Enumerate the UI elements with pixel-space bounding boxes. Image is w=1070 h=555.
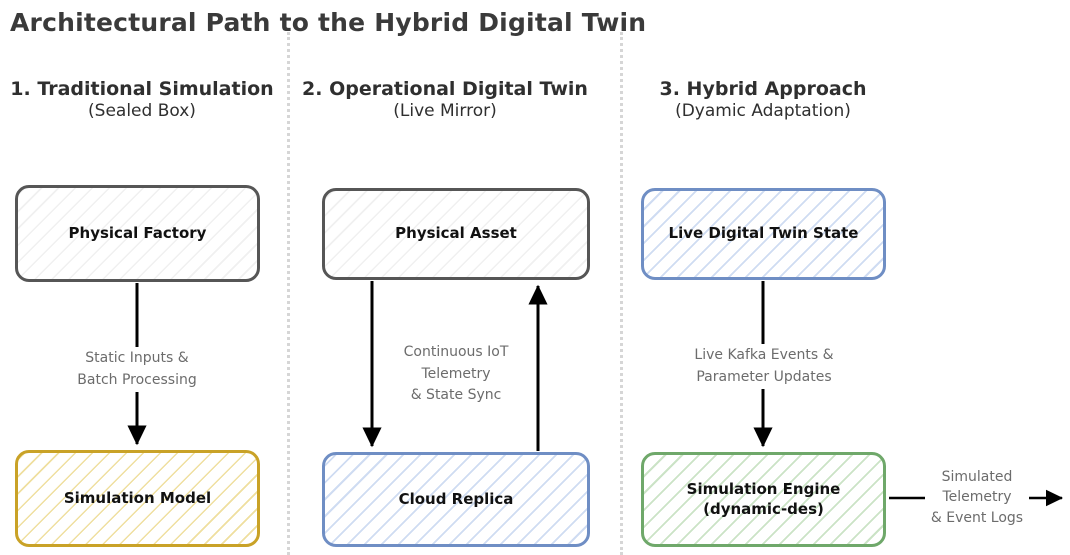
node-label: Simulation Engine (dynamic-des): [687, 480, 841, 518]
node-physical-asset[interactable]: Physical Asset: [322, 188, 590, 280]
node-label: Simulation Model: [63, 488, 212, 507]
column-separator-2: [620, 32, 623, 555]
edge-label-line: Parameter Updates: [696, 368, 832, 385]
edge-label-static-inputs: Static Inputs & Batch Processing: [62, 347, 212, 393]
column-heading: 1. Traditional Simulation: [10, 78, 274, 100]
edge-label-continuous-iot: Continuous IoT Telemetry & State Sync: [390, 341, 522, 409]
edge-label-line: Simulated: [941, 469, 1013, 485]
edge-label-line: Telemetry: [942, 489, 1012, 506]
edge-label-line: Batch Processing: [77, 371, 197, 388]
edge-label-line: Continuous IoT: [403, 344, 509, 360]
edge-label-simulated-telemetry: Simulated Telemetry & Event Logs: [925, 466, 1029, 529]
edge-label-live-kafka-events: Live Kafka Events & Parameter Updates: [685, 344, 843, 390]
node-label-line: Simulation Engine: [686, 480, 841, 499]
edge-label-line: Static Inputs &: [85, 350, 189, 366]
node-simulation-engine[interactable]: Simulation Engine (dynamic-des): [641, 452, 886, 547]
node-label: Live Digital Twin State: [668, 224, 859, 243]
column-header-hybrid-approach: 3. Hybrid Approach (Dyamic Adaptation): [640, 78, 886, 122]
edge-label-line: & Event Logs: [930, 509, 1024, 526]
column-header-operational-digital-twin: 2. Operational Digital Twin (Live Mirror…: [300, 78, 590, 122]
column-subheading: (Live Mirror): [393, 101, 497, 122]
edge-label-line: Live Kafka Events &: [694, 347, 834, 363]
node-label: Cloud Replica: [398, 489, 514, 508]
node-physical-factory[interactable]: Physical Factory: [15, 185, 260, 282]
column-heading: 2. Operational Digital Twin: [302, 78, 588, 100]
node-simulation-model[interactable]: Simulation Model: [15, 450, 260, 547]
column-heading: 3. Hybrid Approach: [659, 78, 867, 100]
node-label: Physical Asset: [395, 224, 517, 243]
column-header-traditional-simulation: 1. Traditional Simulation (Sealed Box): [6, 78, 278, 122]
page-title: Architectural Path to the Hybrid Digital…: [10, 8, 647, 37]
edge-label-line: & State Sync: [410, 387, 502, 404]
column-subheading: (Dyamic Adaptation): [675, 101, 851, 122]
edge-label-line: Telemetry: [421, 365, 491, 382]
node-label: Physical Factory: [68, 223, 207, 242]
node-live-digital-twin-state[interactable]: Live Digital Twin State: [641, 188, 886, 280]
node-cloud-replica[interactable]: Cloud Replica: [322, 452, 590, 547]
column-separator-1: [287, 32, 290, 555]
column-subheading: (Sealed Box): [88, 101, 196, 122]
node-label-line: (dynamic-des): [703, 499, 824, 518]
